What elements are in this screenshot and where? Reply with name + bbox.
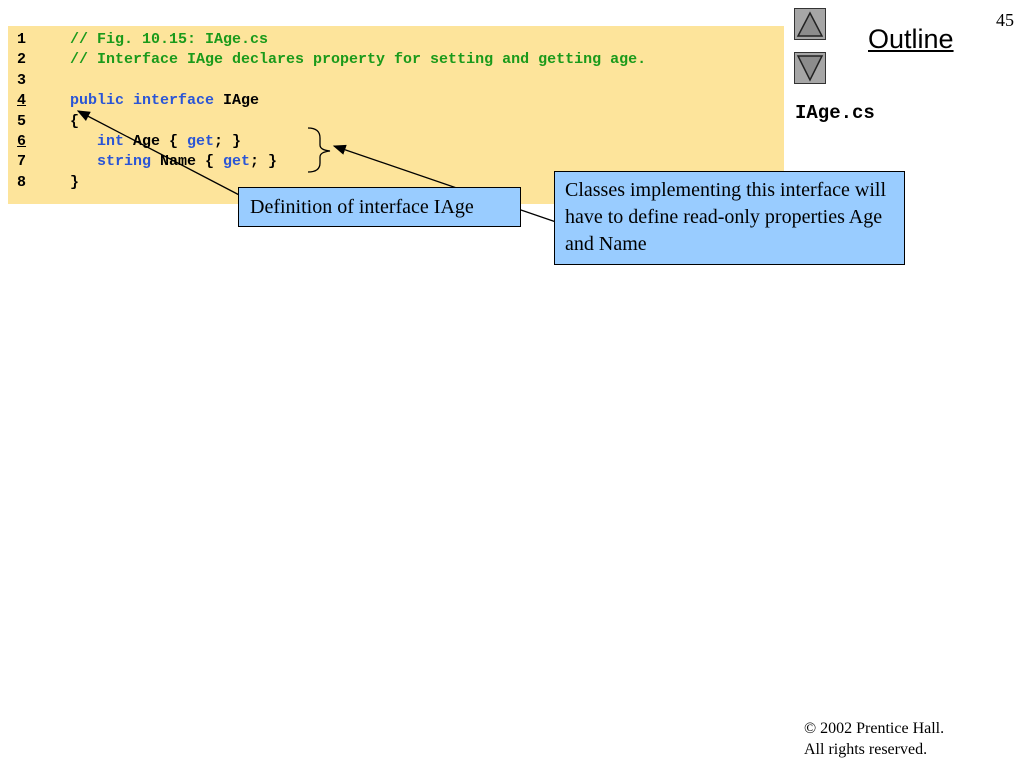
copyright-notice: © 2002 Prentice Hall. All rights reserve… <box>804 718 944 760</box>
code-text: } <box>70 173 79 193</box>
line-number: 5 <box>17 112 27 130</box>
outline-title[interactable]: Outline <box>868 24 954 54</box>
arrow-to-interface-declaration <box>76 110 246 199</box>
callout-implementing-classes: Classes implementing this interface will… <box>554 171 905 265</box>
code-text: { <box>70 112 79 132</box>
line-number: 4 <box>17 92 27 110</box>
triangle-up-icon <box>796 11 824 37</box>
code-text: string Name { get; } <box>70 152 277 172</box>
line-number: 8 <box>17 173 27 191</box>
line-number: 2 <box>17 51 27 69</box>
code-keyword: get <box>223 153 251 171</box>
copyright-line-2: All rights reserved. <box>804 741 928 758</box>
line-number: 7 <box>17 153 27 171</box>
file-name-label: IAge.cs <box>795 102 875 124</box>
code-text: // Interface IAge declares property for … <box>70 50 646 70</box>
line-number: 3 <box>17 71 27 89</box>
code-keyword: get <box>187 133 215 150</box>
slide-number: 45 <box>996 10 1014 30</box>
code-keyword: public interface <box>70 92 215 110</box>
code-text: // Fig. 10.15: IAge.cs <box>70 30 268 50</box>
line-number: 6 <box>17 133 27 150</box>
code-keyword: string <box>70 153 152 171</box>
code-token: IAge <box>214 92 260 110</box>
brace-shape <box>307 127 331 173</box>
code-token: ; } <box>250 153 278 171</box>
code-token: { <box>70 112 80 130</box>
code-text: int Age { get; } <box>70 132 241 152</box>
outline-down-button[interactable] <box>794 52 826 84</box>
code-keyword: int <box>70 133 125 150</box>
code-token: ; } <box>214 133 242 150</box>
outline-up-button[interactable] <box>794 8 826 40</box>
code-token: } <box>70 173 80 191</box>
code-token: Age { <box>124 133 188 150</box>
line-number: 1 <box>17 31 27 48</box>
copyright-line-1: © 2002 Prentice Hall. <box>804 720 945 737</box>
code-text: public interface IAge <box>70 91 259 111</box>
code-comment: // Interface IAge declares property for … <box>70 51 647 69</box>
code-comment: // Fig. 10.15: IAge.cs <box>70 31 269 48</box>
callout-interface-definition: Definition of interface IAge <box>238 187 521 227</box>
code-token: Name { <box>151 153 224 171</box>
triangle-down-icon <box>796 55 824 82</box>
